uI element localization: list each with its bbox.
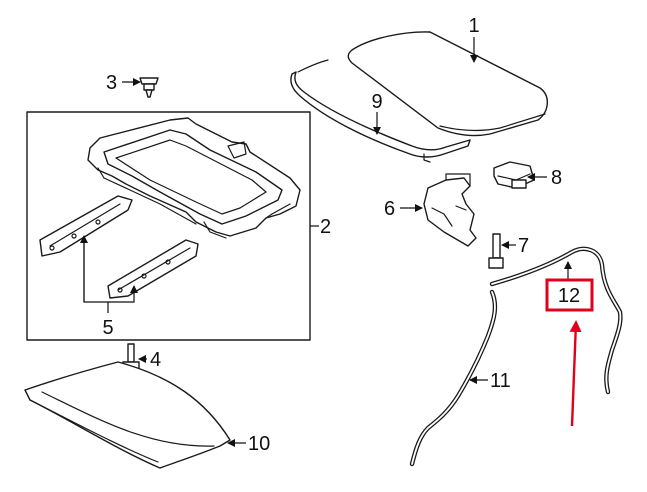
part-7-bolt [488,233,504,269]
callout-6: 6 [384,198,395,220]
part-5-bracket-upper [39,195,133,257]
callout-10: 10 [248,433,270,455]
callout-7: 7 [518,235,529,257]
leader-lines [80,37,572,447]
callout-4: 4 [150,349,161,371]
callout-labels: 1 2 3 4 5 6 7 8 9 10 11 12 [102,15,580,455]
part-8-module [493,161,535,189]
callout-8: 8 [551,167,562,189]
part-12-drain-tube [489,246,623,395]
part-9-seal [290,59,471,163]
part-2-frame [87,117,301,239]
callout-12: 12 [558,285,580,307]
part-1-panel [347,31,548,137]
callout-11: 11 [490,370,511,392]
part-3-clip [139,77,159,98]
callout-3: 3 [106,72,117,94]
part-11-drain-tube [409,289,498,467]
callout-2: 2 [320,216,331,238]
part-10-panel [24,361,231,469]
callout-5: 5 [102,317,113,339]
callout-1: 1 [468,15,479,37]
callout-9: 9 [371,91,382,113]
highlight-arrow-12 [569,320,582,427]
highlight-box-12 [545,278,594,312]
part-5-bracket-lower [107,239,199,299]
part-6-actuator [423,173,477,247]
